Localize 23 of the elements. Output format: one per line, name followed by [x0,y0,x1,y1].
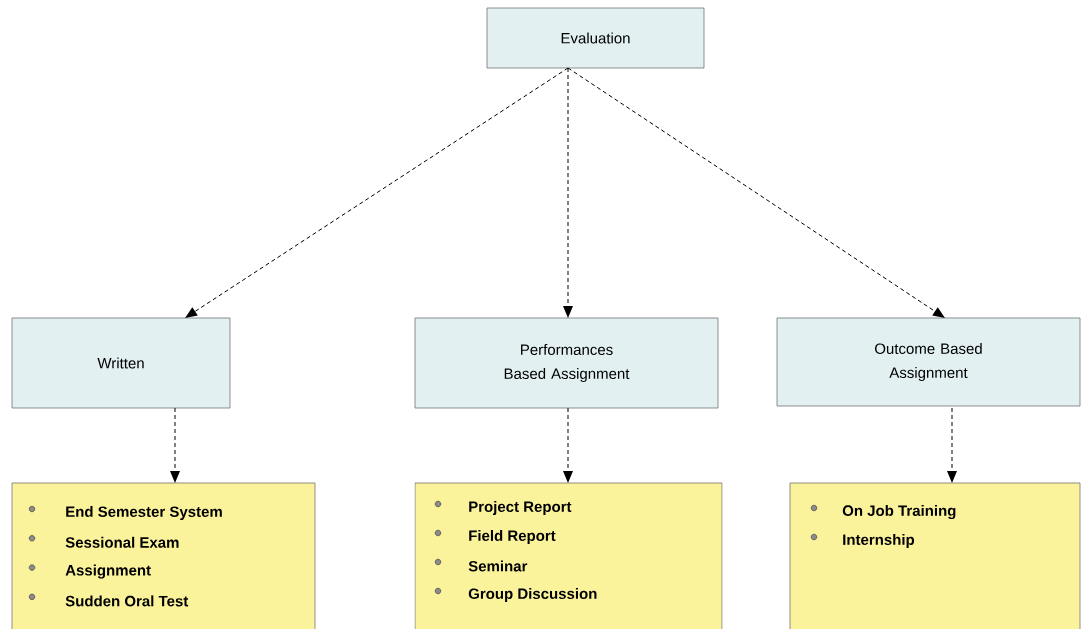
list-item: Assignment [65,564,151,579]
category-box: Written [11,317,231,409]
arrow [170,407,180,483]
list-box [789,482,1081,629]
arrow [567,67,945,318]
list-item: End Semester System [66,506,222,520]
list-item: On Job Training [842,504,956,519]
category-box: Evaluation [486,7,705,69]
list-item: Seminar [468,560,528,572]
list-item: Sessional Exam [65,536,179,548]
list-box [414,482,723,629]
list-item: Group Discussion [468,588,597,602]
category-box: Performances Based Assignment [414,317,719,409]
list-item: Field Report [469,530,556,544]
list-item: Sudden Oral Test [65,595,189,607]
list-box [11,482,316,629]
arrow [947,407,957,483]
arrow [563,67,573,318]
list-item: Project Report [469,501,572,515]
arrow [185,67,569,318]
list-item: Internship [843,534,915,548]
category-box: Outcome Based Assignment [776,317,1081,407]
arrow [563,407,573,483]
